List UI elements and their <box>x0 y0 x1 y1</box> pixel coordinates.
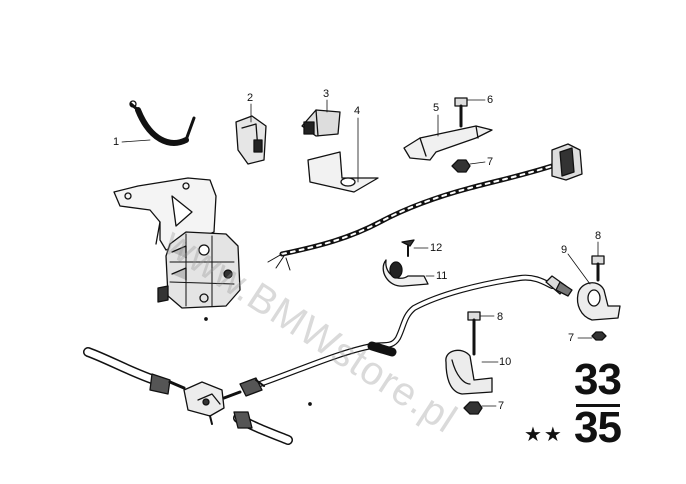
stars-icon: ★★ <box>524 422 564 446</box>
part-6-bolt <box>454 97 486 128</box>
callout-4: 4 <box>354 105 361 117</box>
part-1-strap-clamp <box>121 100 196 146</box>
callout-7-top: 7 <box>487 156 494 168</box>
part-9-bracket <box>567 253 621 321</box>
callout-8-middle: 8 <box>497 311 504 323</box>
wiring-harness <box>267 143 583 271</box>
part-7-nut-top <box>451 159 486 173</box>
group-number-top: 33 <box>574 355 622 404</box>
part-10-pipe-clamp <box>445 349 499 395</box>
callout-10: 10 <box>499 356 512 368</box>
group-divider <box>576 404 620 407</box>
callout-5: 5 <box>433 102 440 114</box>
brake-line-lower-right <box>233 411 293 445</box>
group-number-bottom: 35 <box>574 403 622 452</box>
brake-hose <box>367 341 397 357</box>
part-8-bolt-right <box>591 241 605 282</box>
part-7-nut-bottom <box>463 401 497 415</box>
part-12-screw <box>401 239 429 257</box>
callout-7-bottom: 7 <box>498 400 505 412</box>
t-piece-connector <box>183 381 242 425</box>
callout-6: 6 <box>487 94 494 106</box>
callout-8-right: 8 <box>595 230 602 242</box>
brake-line-left <box>83 347 186 395</box>
callout-12: 12 <box>430 242 443 254</box>
part-2-clip <box>235 103 267 165</box>
part-11-pipe-clip <box>382 259 435 287</box>
callout-2: 2 <box>247 92 254 104</box>
part-8-bolt-middle <box>467 311 495 356</box>
callout-1: 1 <box>113 136 120 148</box>
callout-3: 3 <box>323 88 330 100</box>
callout-11: 11 <box>436 270 448 282</box>
union-fitting-upper <box>239 377 265 397</box>
part-7-nut-right <box>577 331 607 341</box>
part-5-rail-bracket <box>403 114 493 161</box>
brake-line <box>257 274 573 387</box>
brake-pressure-regulator <box>157 231 241 309</box>
callout-7-right: 7 <box>568 332 575 344</box>
part-3-clip <box>301 99 341 137</box>
part-4-bracket-plate <box>307 117 379 193</box>
callout-9: 9 <box>561 244 568 256</box>
